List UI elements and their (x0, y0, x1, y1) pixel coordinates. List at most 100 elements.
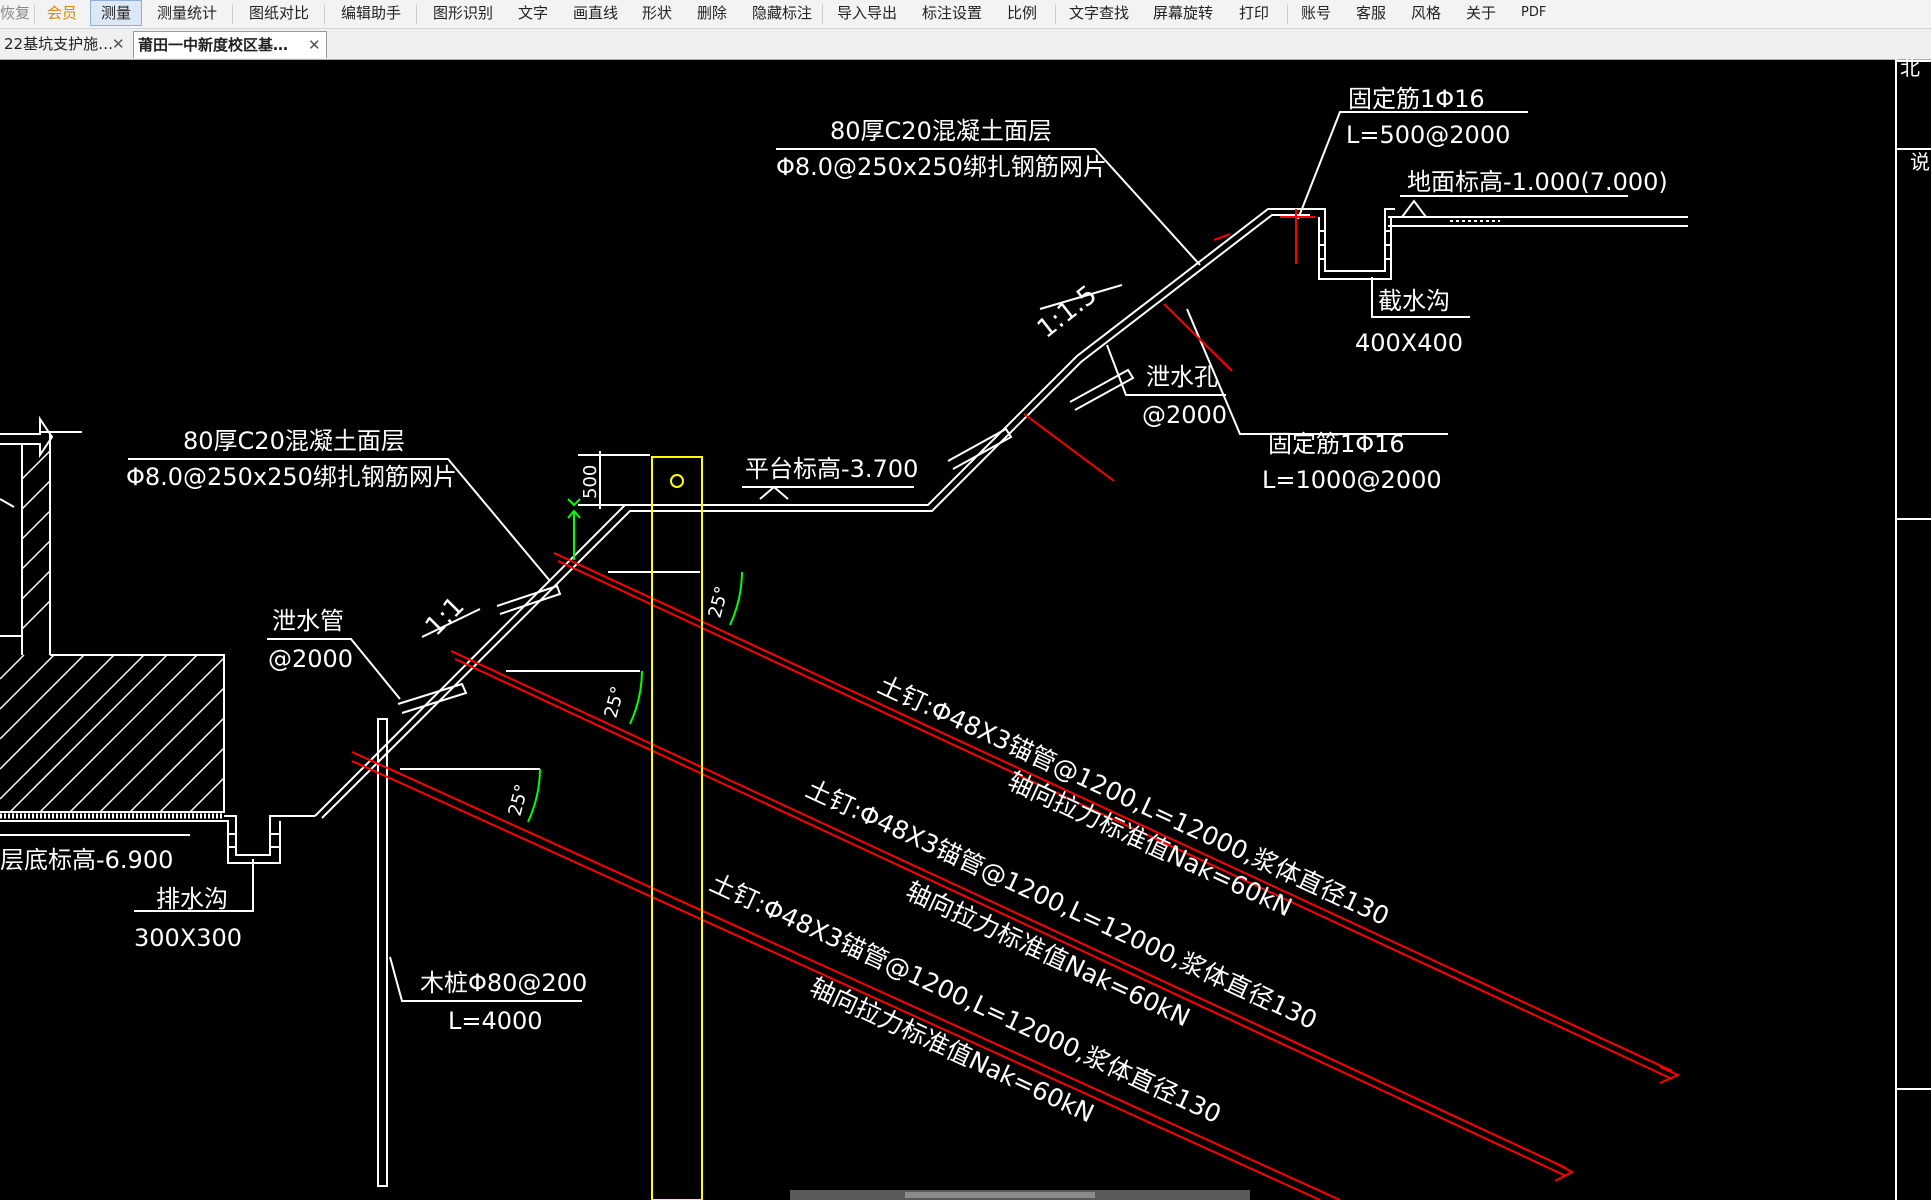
menu-scale[interactable]: 比例 (1007, 4, 1038, 22)
menu-mark-settings[interactable]: 标注设置 (922, 4, 983, 22)
leader-line (1371, 277, 1470, 318)
slope-ratio-line (1039, 284, 1123, 310)
label-surface-left: 80厚C20混凝土面层 (183, 427, 405, 455)
label-dim-500: 500 (580, 465, 601, 499)
leader-line (1186, 308, 1448, 435)
drawing-canvas[interactable]: 80厚C20混凝土面层 Φ8.0@250x250绑扎钢筋网片 固定筋1Φ16 L… (0, 59, 1931, 1200)
soil-nail-1 (553, 552, 1673, 1072)
soil-nail-3 (351, 751, 1341, 1200)
fix-bar-mark (1023, 413, 1115, 482)
close-icon[interactable]: ✕ (112, 35, 125, 53)
menu-text[interactable]: 文字 (518, 4, 549, 22)
menu-shape[interactable]: 形状 (642, 4, 673, 22)
arrow-icon (567, 509, 581, 519)
menu-service[interactable]: 客服 (1356, 4, 1387, 22)
label-angle-1: 25° (705, 584, 734, 620)
structure-outline (0, 498, 15, 508)
label-weep-hole: 泄水孔 (1146, 363, 1218, 391)
menu-style[interactable]: 风格 (1411, 4, 1442, 22)
label-corner-2: 说 (1910, 150, 1930, 174)
label-slope-upper: 1:1.5 (1032, 280, 1103, 345)
angle-arc (629, 670, 643, 725)
menu-divider (416, 4, 417, 24)
label-corner-1: 北 (1900, 59, 1920, 80)
drain-ditch (224, 820, 281, 864)
menu-divider (34, 4, 35, 24)
menu-compare[interactable]: 图纸对比 (249, 4, 310, 22)
slope-profile-line (321, 214, 1310, 819)
label-platform-level: 平台标高-3.700 (745, 455, 918, 483)
menu-measure-stats[interactable]: 测量统计 (157, 4, 218, 22)
weep-hole-pipe (496, 584, 562, 615)
doc-tab-label: 莆田一中新度校区基… (138, 36, 289, 54)
nail-tip-icon (1659, 1066, 1681, 1084)
menu-about[interactable]: 关于 (1466, 4, 1497, 22)
label-nail-1: 土钉:Φ48X3锚管@1200,L=12000,浆体直径130 (873, 670, 1393, 931)
menu-restore[interactable]: 恢复 (0, 4, 31, 22)
soil-nail-1 (557, 560, 1673, 1080)
label-drain-ditch-size: 300X300 (134, 924, 242, 952)
menu-divider (324, 4, 325, 24)
fix-bar-mark (1163, 303, 1233, 372)
drain-ditch (224, 815, 315, 856)
menu-divider (232, 4, 233, 24)
structure-outline (0, 654, 225, 813)
level-marker-icon (1401, 199, 1427, 218)
soil-nail-2 (450, 650, 1567, 1169)
label-drain-ditch: 排水沟 (156, 885, 228, 913)
menu-rotate[interactable]: 屏幕旋转 (1153, 4, 1214, 22)
menu-edit-helper[interactable]: 编辑助手 (341, 4, 402, 22)
leader-line (267, 638, 401, 700)
pile-marker (670, 474, 684, 488)
menu-print[interactable]: 打印 (1239, 4, 1270, 22)
leader-line (1106, 344, 1226, 396)
menu-measure[interactable]: 测量 (90, 0, 143, 26)
menu-find-text[interactable]: 文字查找 (1069, 4, 1130, 22)
menu-hide-marks[interactable]: 隐藏标注 (752, 4, 813, 22)
label-mesh-left: Φ8.0@250x250绑扎钢筋网片 (126, 463, 457, 491)
weep-hole-pipe (397, 682, 468, 714)
angle-arc (729, 571, 743, 626)
label-intercept-ditch: 截水沟 (1378, 287, 1450, 315)
doc-tab-label: 22基坑支护施… (4, 35, 114, 53)
label-weep-hole-spacing: @2000 (1142, 401, 1227, 429)
label-timber-pile-length: L=4000 (448, 1007, 543, 1035)
leader-line (134, 859, 254, 912)
pile (651, 456, 703, 1200)
label-fix-bar-1: 固定筋1Φ16 (1348, 85, 1485, 113)
label-fix-bar-2-spec: L=1000@2000 (1262, 466, 1442, 494)
label-fix-bar-2: 固定筋1Φ16 (1268, 430, 1405, 458)
menu-divider (1055, 4, 1056, 24)
menu-account[interactable]: 账号 (1301, 4, 1332, 22)
label-surface-top: 80厚C20混凝土面层 (830, 117, 1052, 145)
weep-hole-pipe (947, 427, 1013, 470)
doc-tab-2[interactable]: 莆田一中新度校区基… ✕ (133, 31, 327, 58)
menu-delete[interactable]: 删除 (697, 4, 728, 22)
doc-tab-1[interactable]: 22基坑支护施… ✕ (0, 31, 130, 58)
menu-bar: 恢复 会员 测量 测量统计 图纸对比 编辑助手 图形识别 文字 画直线 形状 删… (0, 0, 1931, 29)
level-marker-icon (759, 485, 789, 500)
menu-pdf[interactable]: PDF (1521, 5, 1547, 20)
menu-draw-line[interactable]: 画直线 (573, 4, 619, 22)
menu-vip[interactable]: 会员 (47, 4, 78, 22)
concrete-hatch (0, 450, 225, 813)
scrollbar-thumb[interactable] (905, 1192, 1095, 1198)
label-fix-bar-1-spec: L=500@2000 (1346, 121, 1510, 149)
close-icon[interactable]: ✕ (308, 36, 321, 54)
menu-divider (822, 4, 823, 24)
menu-import-export[interactable]: 导入导出 (837, 4, 898, 22)
soil-nail-2 (454, 658, 1567, 1177)
menu-recognize[interactable]: 图形识别 (433, 4, 494, 22)
label-mesh-top: Φ8.0@250x250绑扎钢筋网片 (776, 153, 1107, 181)
soil-nail-3 (351, 760, 1321, 1200)
label-angle-3: 25° (505, 782, 534, 818)
horizontal-scrollbar[interactable] (790, 1190, 1250, 1200)
timber-pile (377, 718, 388, 1187)
weep-hole-pipe (1069, 368, 1135, 411)
label-bottom-level: 层底标高-6.900 (0, 846, 173, 874)
leader-line (128, 458, 551, 582)
leader-line (389, 956, 582, 1002)
angle-arc (527, 768, 541, 823)
label-drain-pipe-spacing: @2000 (268, 645, 353, 673)
leader-line (1297, 111, 1528, 220)
